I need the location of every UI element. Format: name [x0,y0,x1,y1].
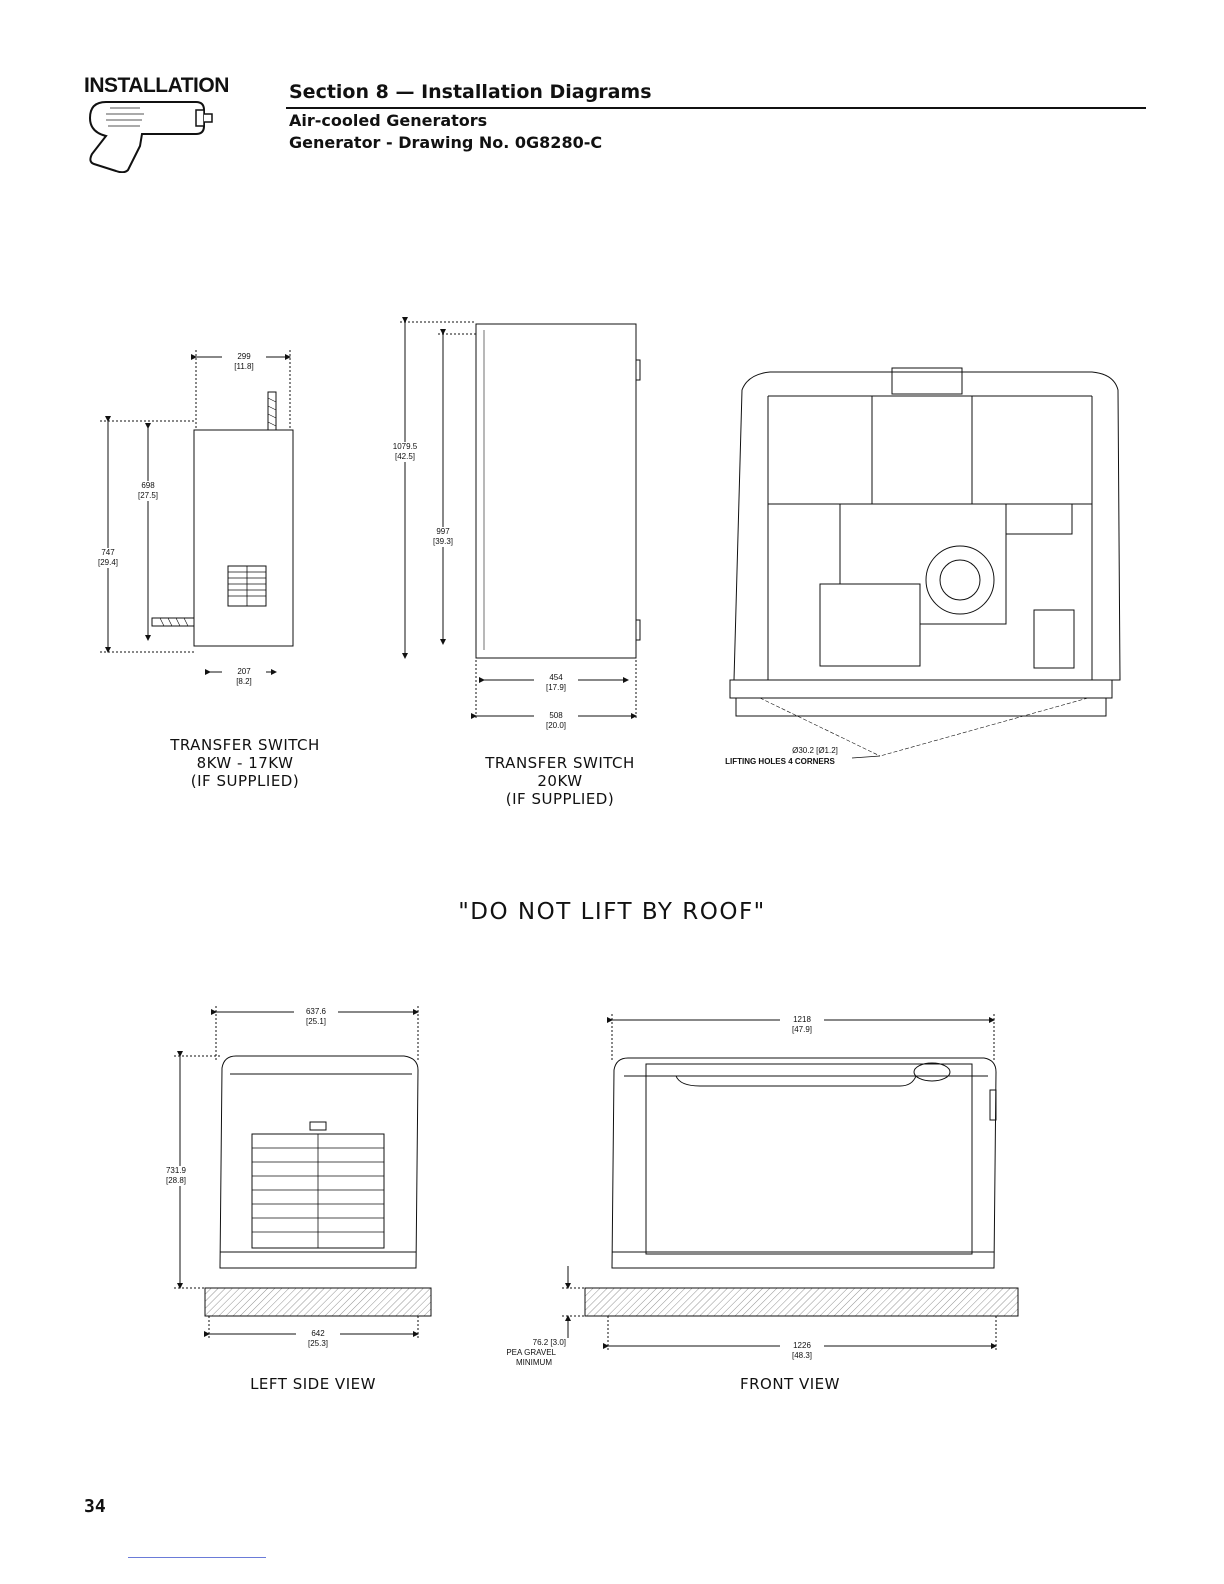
dim-mm: 997 [436,527,450,536]
dim-in: [25.1] [305,1017,326,1026]
subtitle-drawing-number: Generator - Drawing No. 0G8280-C [289,133,603,152]
left-side-view-caption: LEFT SIDE VIEW [250,1375,376,1393]
dim-mm: 1226 [793,1341,811,1350]
caption-line-3: (IF SUPPLIED) [190,772,300,790]
footer-line [128,1557,266,1558]
ts-small-width-dim: 299 [11.8] [222,352,266,372]
dim-mm: 642 [311,1329,325,1338]
header-rule [286,107,1146,109]
front-view-caption: FRONT VIEW [739,1375,840,1393]
ts-large-inner-width-dim: 454 [17.9] [534,673,578,693]
caption-line-1: TRANSFER SWITCH [170,736,320,754]
ts-large-outer-width-dim: 508 [20.0] [534,711,578,731]
dim-mm: 747 [101,548,115,557]
front-view-drawing [562,1014,1019,1352]
dim-in: [11.8] [234,362,254,371]
ts-small-caption: TRANSFER SWITCH 8KW - 17KW (IF SUPPLIED) [140,736,350,790]
ts-small-bottom-dim: 207 [8.2] [222,667,266,687]
dim-mm: 299 [237,352,251,361]
page-number: 34 [84,1496,106,1517]
do-not-lift-warning: "DO NOT LIFT BY ROOF" [458,899,766,925]
dim-in: [42.5] [394,452,415,461]
caption-line-2: 8KW - 17KW [196,754,294,772]
dim-mm: 207 [237,667,251,676]
ts-large-caption: TRANSFER SWITCH 20KW (IF SUPPLIED) [455,754,665,808]
ts-large-outer-height-dim: 1079.5 [42.5] [384,442,426,462]
dim-in: [47.9] [791,1025,812,1034]
left-side-view-drawing [174,1006,432,1340]
dim-in: [29.4] [97,558,118,567]
gravel-dim: 76.2 [3.0] [532,1338,566,1347]
left-view-top-dim: 637.6 [25.1] [294,1007,338,1027]
dim-in: [48.3] [791,1351,812,1360]
dim-mm: 1079.5 [392,442,418,451]
caption-line-3: (IF SUPPLIED) [505,790,615,808]
ts-small-outer-height-dim: 747 [29.4] [88,548,128,568]
dim-in: [28.8] [165,1176,186,1185]
front-view-bottom-dim: 1226 [48.3] [780,1341,824,1361]
gravel-label: PEA GRAVEL [506,1348,556,1357]
dim-in: [8.2] [236,677,252,686]
dim-mm: 731.9 [165,1166,187,1175]
dim-mm: 1218 [793,1015,811,1024]
dim-in: [25.3] [307,1339,328,1348]
dim-mm: 454 [549,673,563,682]
section-title: Section 8 — Installation Diagrams [289,81,652,103]
ts-small-inner-height-dim: 698 [27.5] [128,481,168,501]
dim-mm: 508 [549,711,563,720]
dim-in: [39.3] [432,537,453,546]
left-view-bottom-dim: 642 [25.3] [296,1329,340,1349]
caption-line-1: TRANSFER SWITCH [485,754,635,772]
dim-in: [17.9] [545,683,566,692]
dim-mm: 698 [141,481,155,490]
dim-mm: 637.6 [305,1007,327,1016]
dim-in: [27.5] [137,491,158,500]
caption-line-2: 20KW [537,772,583,790]
dim-in: [20.0] [545,721,566,730]
front-view-top-dim: 1218 [47.9] [780,1015,824,1035]
lifting-hole-dim: Ø30.2 [Ø1.2] [792,746,838,755]
left-view-height-dim: 731.9 [28.8] [158,1166,194,1186]
ts-large-inner-height-dim: 997 [39.3] [422,527,464,547]
generator-cutaway-drawing [729,367,1121,759]
lifting-holes-label: LIFTING HOLES 4 CORNERS [725,757,835,766]
transfer-switch-small-drawing [100,350,294,675]
subtitle-air-cooled: Air-cooled Generators [289,111,488,130]
gravel-min-label: MINIMUM [516,1358,552,1367]
section-tab-label: INSTALLATION [84,74,229,97]
transfer-switch-large-drawing [400,317,641,720]
drill-icon [88,101,213,173]
